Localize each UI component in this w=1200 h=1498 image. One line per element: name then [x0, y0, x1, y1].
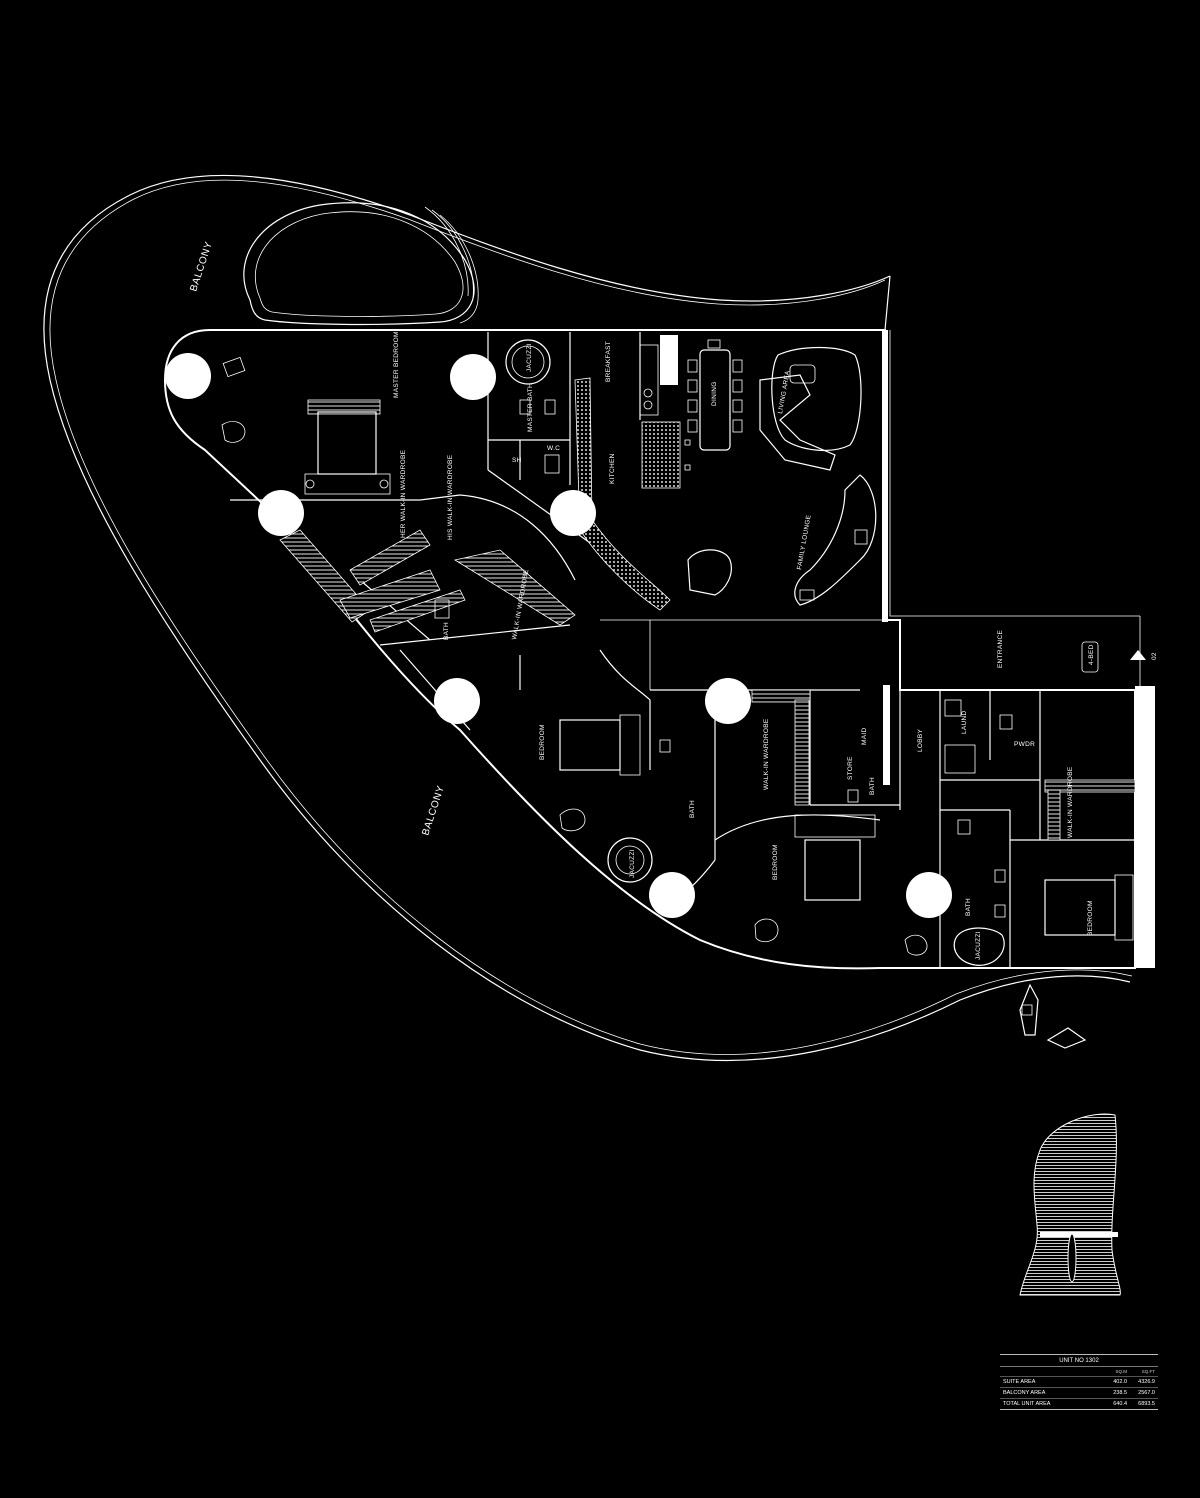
label-pwdr: PWDR: [1014, 741, 1035, 748]
label-jacuzzi-2: JACUZZI: [629, 849, 636, 878]
label-family-lounge: FAMILY LOUNGE: [796, 514, 813, 570]
area-row-balcony: BALCONY AREA 238.5 2567.0: [1000, 1388, 1158, 1399]
area-row-suite: SUITE AREA 402.0 4326.9: [1000, 1377, 1158, 1388]
label-bedroom-1: BEDROOM: [539, 724, 546, 760]
master-bed: [304, 411, 391, 495]
label-bath-1: BATH: [443, 622, 450, 640]
family-sofa: [794, 474, 877, 606]
label-maid: MAID: [861, 728, 868, 745]
solid-walls: [882, 330, 1155, 968]
label-jacuzzi-1: JACUZZI: [526, 343, 533, 372]
hotspot-jacuzzi-south[interactable]: [649, 872, 695, 918]
label-bedroom-3: BEDROOM: [1087, 900, 1094, 936]
area-table-header: SQ.M SQ.FT: [1000, 1367, 1158, 1377]
label-bedroom-2: BEDROOM: [772, 844, 779, 880]
jacuzzis: [505, 339, 1005, 966]
boat-icons: [1019, 983, 1087, 1049]
area-name: TOTAL UNIT AREA: [1003, 1401, 1051, 1407]
hotspot-kitchen[interactable]: [550, 490, 596, 536]
kitchen-fixtures: [574, 335, 691, 611]
label-dining: DINING: [711, 381, 718, 406]
living-sofa: [759, 346, 862, 471]
label-jacuzzi-3: JACUZZI: [975, 931, 982, 960]
area-sqm: 640.4: [1113, 1401, 1127, 1407]
area-row-total: TOTAL UNIT AREA 640.4 6893.5: [1000, 1399, 1158, 1409]
label-his-walkin: HIS WALK-IN WARDROBE: [447, 454, 454, 540]
area-name: BALCONY AREA: [1003, 1390, 1046, 1396]
label-master-bedroom: MASTER BEDROOM: [393, 331, 400, 398]
area-sqft: 4326.9: [1138, 1379, 1155, 1385]
tower-keyplan: [1019, 1113, 1121, 1296]
hotspot-balcony-left[interactable]: [165, 353, 211, 399]
hotspot-bath-west[interactable]: [434, 678, 480, 724]
label-balcony-bottom: BALCONY: [420, 784, 447, 837]
area-name: SUITE AREA: [1003, 1379, 1036, 1385]
label-store: STORE: [847, 756, 854, 780]
pool: [243, 202, 479, 326]
label-unit-code: 02: [1151, 652, 1158, 660]
bedroom-beds: [559, 714, 1134, 941]
area-sqft: 2567.0: [1138, 1390, 1155, 1396]
label-bath-3: BATH: [869, 777, 876, 795]
label-balcony-top: BALCONY: [188, 240, 215, 293]
area-table-title: UNIT NO 1302: [1000, 1355, 1158, 1367]
area-sqft: 6893.5: [1138, 1401, 1155, 1407]
label-wc: W.C: [547, 445, 560, 452]
label-living-area: LIVING AREA: [777, 370, 792, 415]
area-schedule-table: UNIT NO 1302 SQ.M SQ.FT SUITE AREA 402.0…: [1000, 1354, 1158, 1410]
dining-set: [687, 339, 743, 451]
label-bath-2: BATH: [689, 800, 696, 818]
grand-piano: [687, 549, 732, 596]
hotspot-bath-east[interactable]: [906, 872, 952, 918]
label-walkin-3: WALK-IN WARDROBE: [1067, 766, 1074, 838]
hotspot-master-bedroom[interactable]: [258, 490, 304, 536]
hotspot-walkin-central[interactable]: [705, 678, 751, 724]
label-kitchen: KITCHEN: [609, 453, 616, 484]
hotspot-markers[interactable]: [165, 353, 952, 918]
label-her-walkin: HER WALK-IN WARDROBE: [400, 449, 407, 538]
label-master-bath: MASTER BATH: [527, 383, 534, 432]
label-breakfast: BREAKFAST: [605, 341, 612, 382]
bath-fixtures: [434, 399, 1013, 918]
hotspot-master-bath[interactable]: [450, 354, 496, 400]
balcony-outline: [43, 174, 1133, 1062]
label-bath-4: BATH: [965, 898, 972, 916]
label-walkin-2: WALK-IN WARDROBE: [763, 718, 770, 790]
label-lobby: LOBBY: [917, 728, 924, 752]
area-sqm: 402.0: [1113, 1379, 1127, 1385]
area-sqm: 238.5: [1113, 1390, 1127, 1396]
label-entrance: ENTRANCE: [997, 629, 1004, 668]
label-lift: 4-BED: [1088, 644, 1095, 665]
col-sqm: SQ.M: [1115, 1369, 1127, 1374]
wardrobes: [279, 399, 1136, 841]
col-sqft: SQ.FT: [1141, 1369, 1155, 1374]
entrance-marker: [1081, 641, 1146, 673]
lounge-chairs: [221, 356, 928, 956]
label-sh: SH: [512, 457, 522, 464]
label-laund: LAUND: [961, 710, 968, 734]
